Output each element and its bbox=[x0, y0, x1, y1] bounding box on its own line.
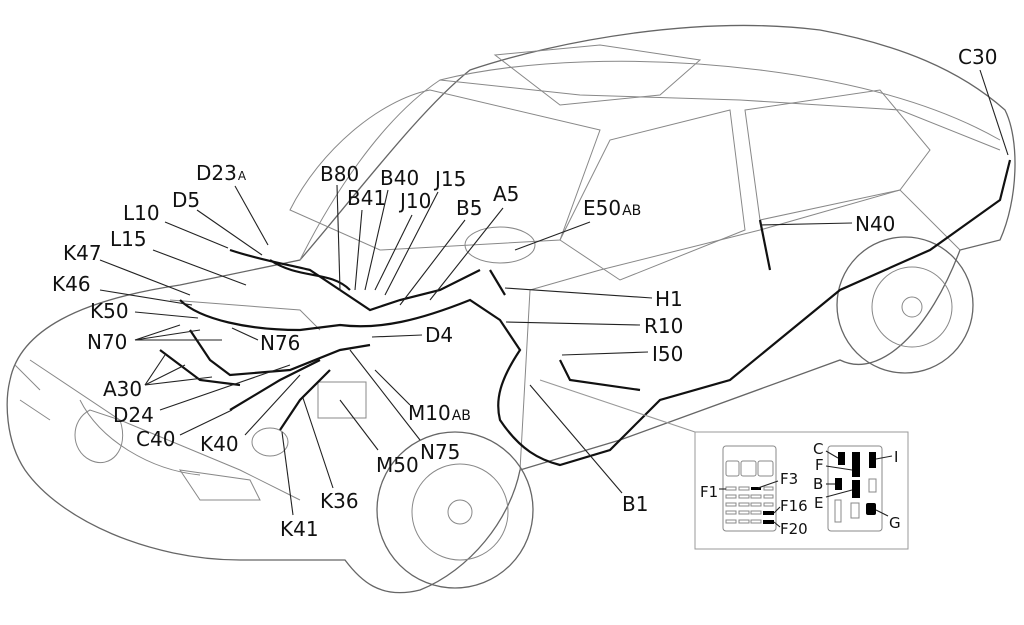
label-D5: D5 bbox=[172, 188, 200, 212]
label-J15: J15 bbox=[433, 167, 466, 191]
label-H1: H1 bbox=[655, 287, 683, 311]
fuse-F16: F16 bbox=[780, 497, 808, 515]
label-M50: M50 bbox=[376, 453, 419, 477]
wiring-harness bbox=[159, 159, 1012, 467]
label-K40: K40 bbox=[200, 432, 239, 456]
label-C30: C30 bbox=[958, 45, 997, 69]
label-K41: K41 bbox=[280, 517, 319, 541]
label-N76: N76 bbox=[260, 331, 300, 355]
label-B40: B40 bbox=[380, 166, 419, 190]
label-N40: N40 bbox=[855, 212, 895, 236]
label-K47: K47 bbox=[63, 241, 102, 265]
fuse-F3: F3 bbox=[780, 470, 798, 488]
label-D24: D24 bbox=[113, 403, 154, 427]
relay-F: F bbox=[815, 456, 824, 474]
label-D23: D23A bbox=[196, 161, 247, 185]
label-D4: D4 bbox=[425, 323, 453, 347]
label-B80: B80 bbox=[320, 162, 359, 186]
label-B5: B5 bbox=[456, 196, 482, 220]
label-J10: J10 bbox=[398, 189, 431, 213]
relay-I: I bbox=[894, 448, 898, 466]
label-K50: K50 bbox=[90, 299, 129, 323]
relay-C: C bbox=[813, 440, 823, 458]
component-labels: C30 D23A B80 B40 J15 B41 J10 B5 A5 E50AB… bbox=[52, 45, 997, 541]
fuse-F20: F20 bbox=[780, 520, 808, 538]
label-E50: E50AB bbox=[583, 196, 641, 220]
car-outline bbox=[6, 24, 1016, 594]
label-I50: I50 bbox=[652, 342, 683, 366]
leader-lines bbox=[99, 69, 1009, 516]
label-B1: B1 bbox=[622, 492, 648, 516]
label-K36: K36 bbox=[320, 489, 359, 513]
label-A5: A5 bbox=[493, 182, 519, 206]
label-K46: K46 bbox=[52, 272, 91, 296]
relay-B: B bbox=[813, 475, 823, 493]
fusebox-inset: F1 F3 F16 F20 C F B E I G bbox=[694, 431, 909, 550]
label-N70: N70 bbox=[87, 330, 127, 354]
fuse-F1: F1 bbox=[700, 483, 718, 501]
label-R10: R10 bbox=[644, 314, 683, 338]
relay-G: G bbox=[889, 514, 901, 532]
label-A30: A30 bbox=[103, 377, 142, 401]
label-C40: C40 bbox=[136, 427, 175, 451]
label-M10: M10AB bbox=[408, 401, 471, 425]
label-B41: B41 bbox=[347, 186, 386, 210]
label-L15: L15 bbox=[110, 227, 147, 251]
label-N75: N75 bbox=[420, 440, 460, 464]
relay-E: E bbox=[814, 494, 823, 512]
label-L10: L10 bbox=[123, 201, 160, 225]
